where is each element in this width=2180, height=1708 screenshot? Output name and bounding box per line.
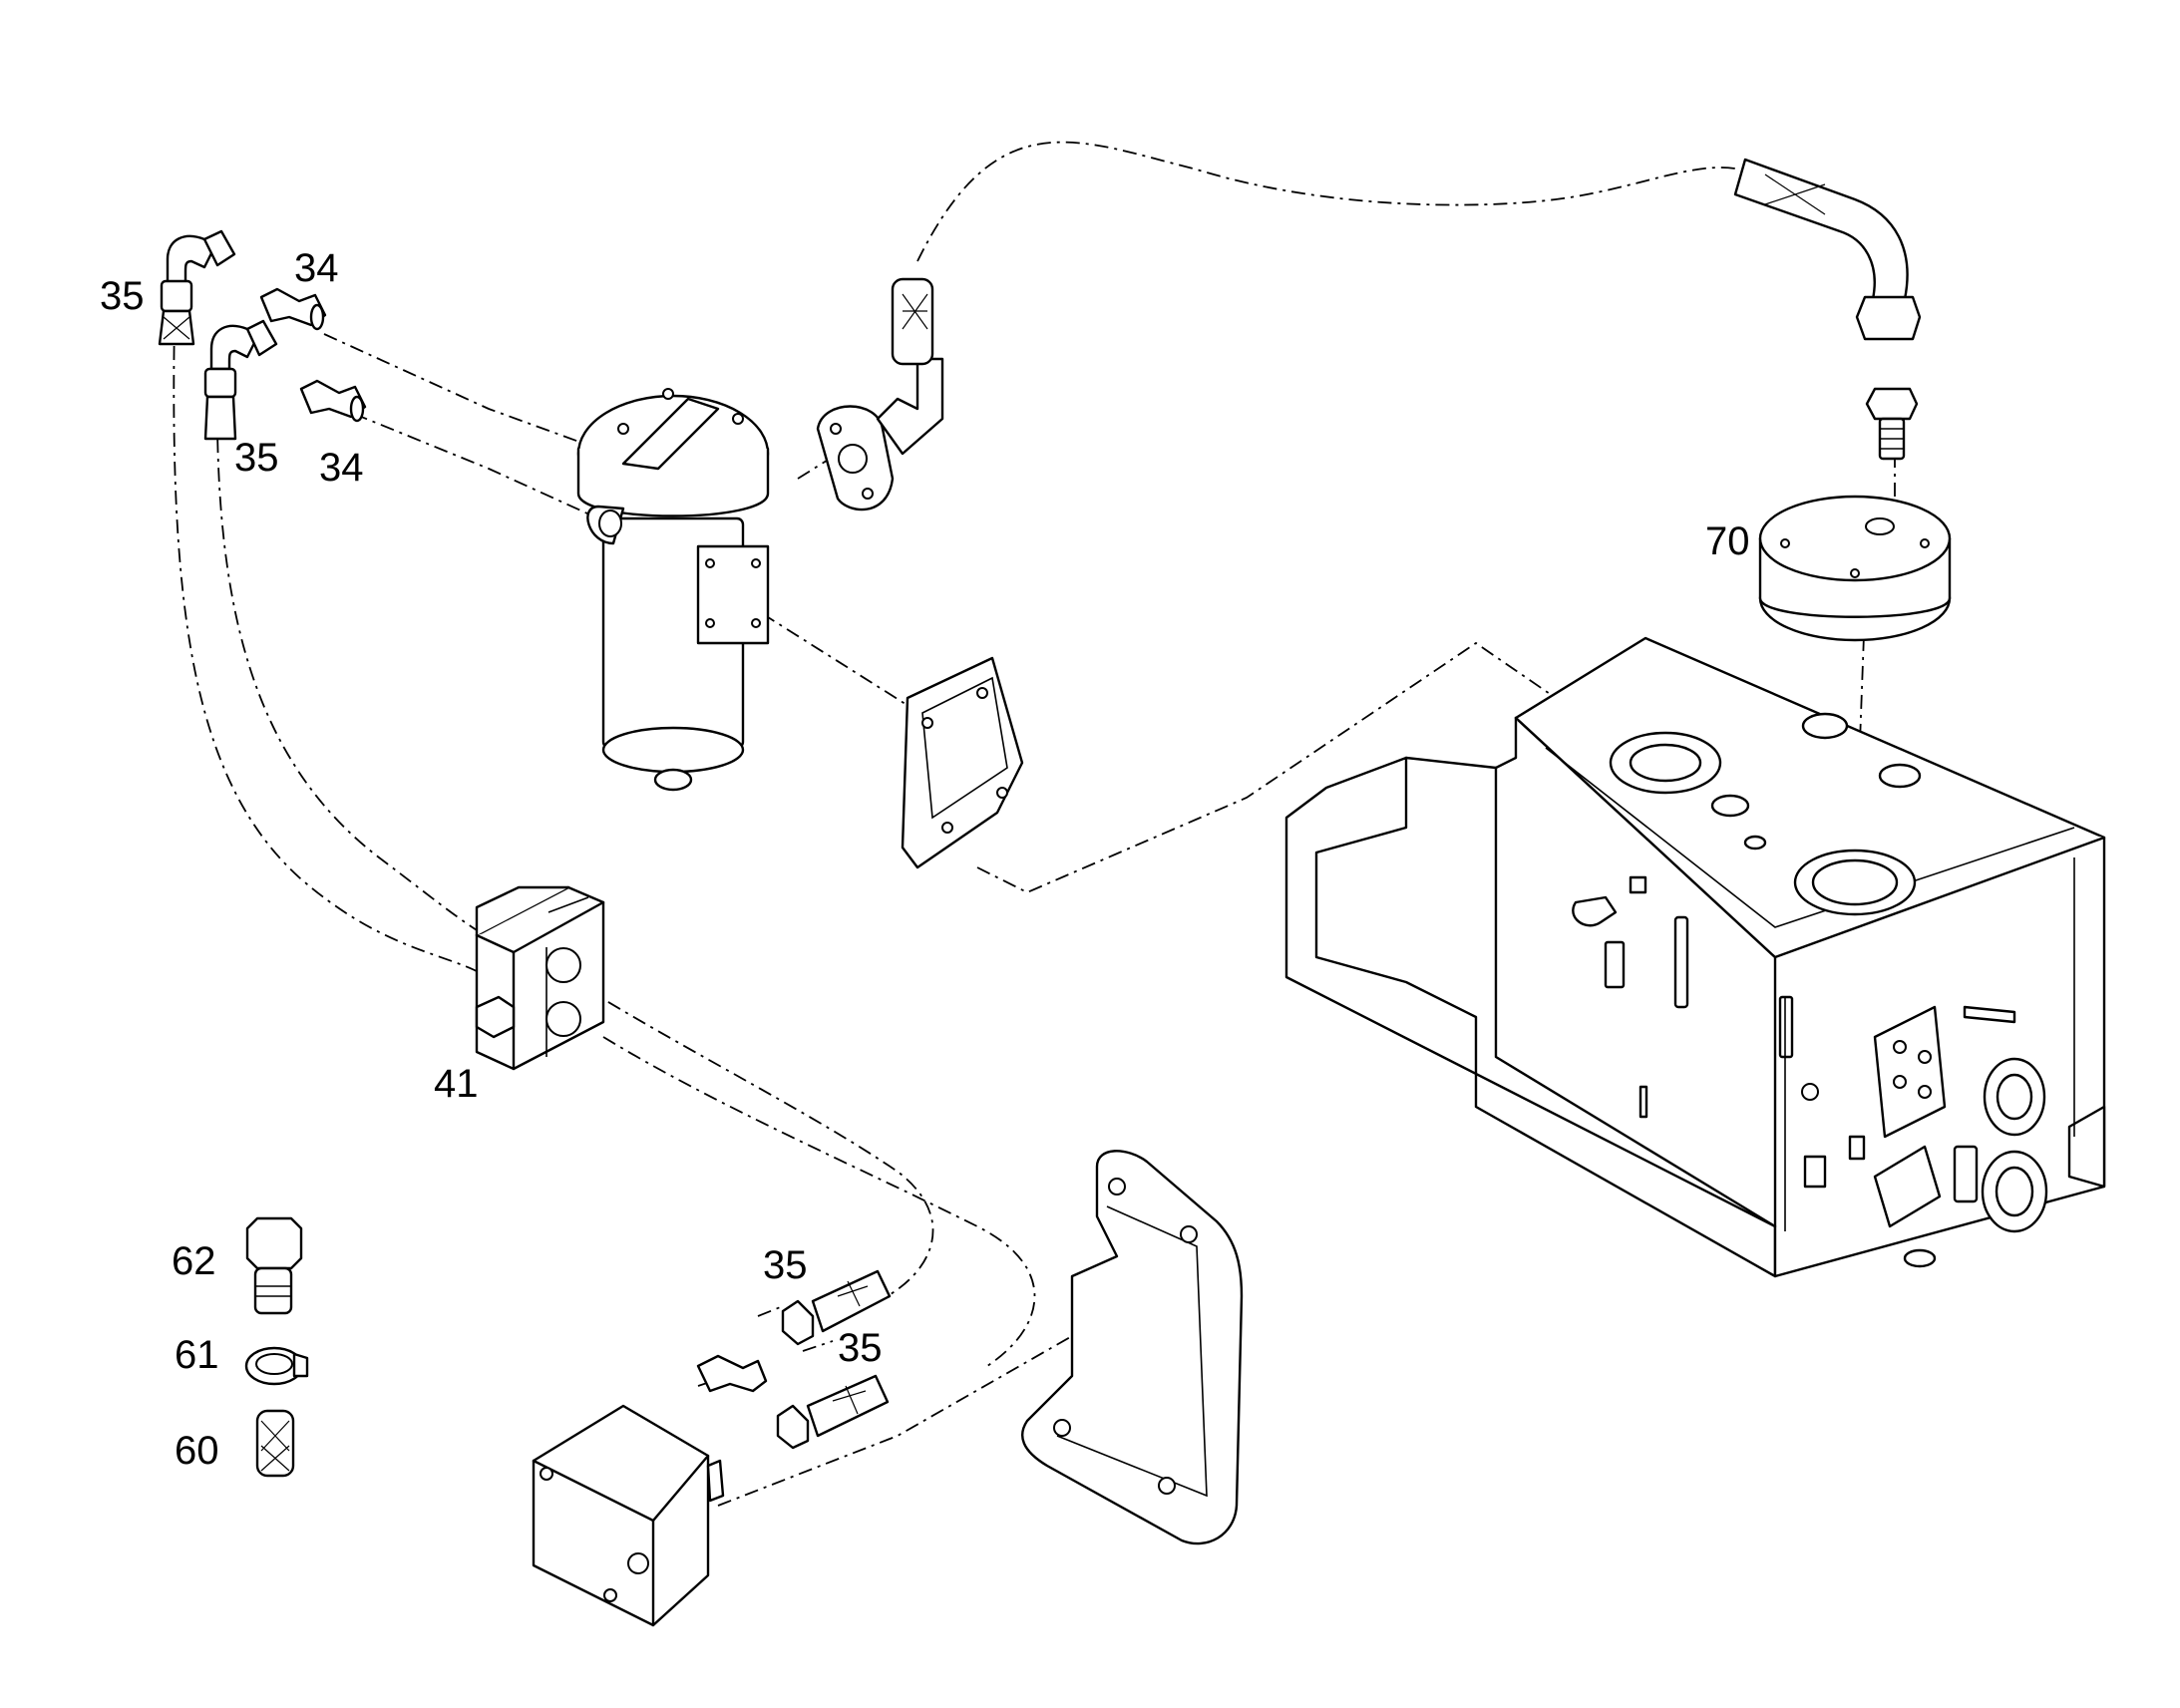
callout-34-upper: 34 bbox=[294, 246, 339, 290]
hose-elbow-top-right bbox=[1733, 158, 1922, 461]
elbow-fitting-lower bbox=[203, 319, 278, 441]
elbow-fitting-upper bbox=[158, 229, 236, 346]
callout-35-bottom-upper: 35 bbox=[763, 1243, 808, 1287]
callout-labels: 35 34 35 34 70 41 62 61 60 35 35 bbox=[100, 246, 1750, 1473]
hydraulic-tank-unit bbox=[1284, 636, 2106, 1278]
callout-60: 60 bbox=[175, 1429, 219, 1473]
hose-clamp-61 bbox=[244, 1346, 309, 1386]
nipple-fitting-upper bbox=[259, 287, 327, 331]
callout-41: 41 bbox=[434, 1062, 479, 1106]
flange-fitting bbox=[816, 277, 944, 512]
callout-62: 62 bbox=[172, 1239, 216, 1283]
mounting-bracket-center bbox=[901, 656, 1024, 869]
callout-61: 61 bbox=[175, 1333, 219, 1377]
hose-clamp-block bbox=[475, 885, 605, 1071]
hose-end-bottom-lower bbox=[776, 1374, 890, 1450]
callout-35-lower-left: 35 bbox=[234, 436, 279, 480]
callout-35-upper-left: 35 bbox=[100, 274, 145, 318]
filter-housing bbox=[576, 388, 770, 792]
nipple-bottom bbox=[696, 1354, 768, 1393]
hose-end-bottom-upper bbox=[781, 1269, 892, 1346]
callout-35-bottom-lower: 35 bbox=[838, 1326, 883, 1370]
fitting-62 bbox=[245, 1216, 303, 1315]
switch-box bbox=[532, 1404, 725, 1627]
nipple-fitting-lower bbox=[299, 379, 367, 423]
mounting-bracket-bottom bbox=[1021, 1150, 1244, 1545]
callout-70: 70 bbox=[1705, 519, 1750, 563]
tank-cover-plate bbox=[1758, 495, 1952, 642]
hose-sleeve-60 bbox=[255, 1409, 295, 1478]
callout-34-lower: 34 bbox=[319, 446, 364, 490]
